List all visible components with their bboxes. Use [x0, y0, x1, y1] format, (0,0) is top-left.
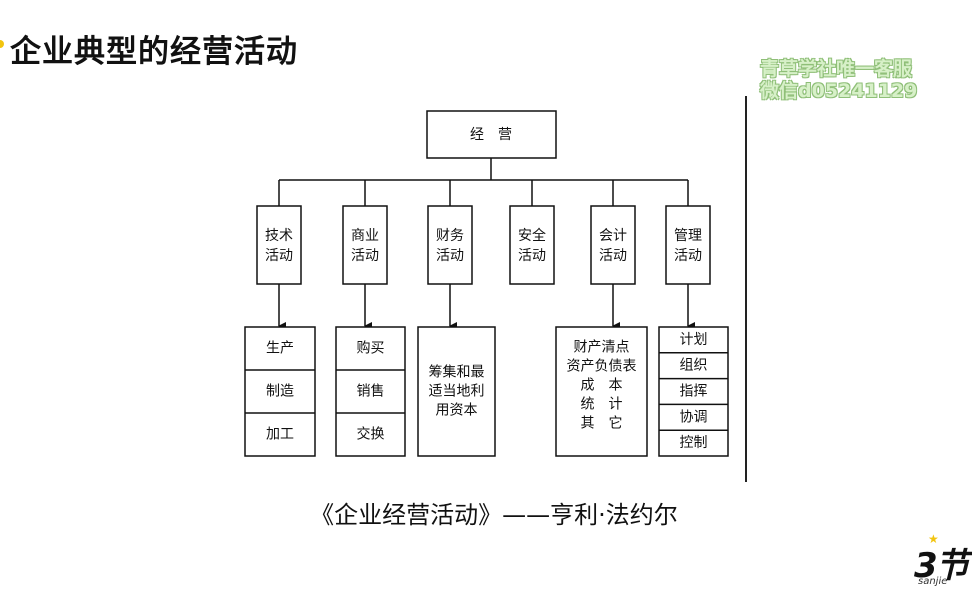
category-label: 活动: [599, 248, 627, 264]
category-label: 活动: [674, 248, 702, 264]
activity-item: 适当地利: [429, 384, 485, 400]
star-icon: ★: [928, 532, 939, 546]
logo-text: sanjie: [918, 576, 948, 587]
watermark-line2: 微信d05241129: [760, 80, 918, 102]
activity-item: 成 本: [581, 378, 623, 394]
activity-item: 购买: [357, 341, 385, 357]
activity-item: 控制: [680, 435, 708, 451]
category-box: [509, 205, 555, 285]
category-box: [665, 205, 711, 285]
activity-item: 资产负债表: [567, 359, 637, 375]
title-bullet: [0, 40, 4, 48]
logo-mark: 3节: [914, 546, 970, 586]
category-label: 技术: [265, 228, 293, 244]
watermark-line1: 青草学社唯一客服: [760, 58, 913, 80]
activity-item: 制造: [266, 384, 294, 400]
activity-item: 指挥: [680, 384, 708, 400]
activity-box: [335, 326, 406, 457]
activity-box: [555, 326, 648, 457]
category-label: 商业: [351, 228, 379, 244]
category-label: 活动: [265, 248, 293, 264]
activity-item: 统 计: [581, 397, 623, 413]
activity-item: 交换: [357, 426, 385, 443]
category-label: 会计: [599, 228, 627, 244]
category-label: 活动: [351, 248, 379, 264]
category-label: 活动: [518, 248, 546, 264]
category-label: 安全: [518, 227, 546, 244]
activity-item: 生产: [266, 341, 294, 357]
category-box: [256, 205, 302, 285]
watermark: 青草学社唯一客服 微信d05241129: [760, 58, 940, 102]
activity-item: 组织: [680, 358, 708, 374]
brand-logo: ★ 3节 sanjie: [914, 532, 972, 588]
activity-item: 加工: [266, 427, 294, 443]
caption: 《企业经营活动》——亨利·法约尔: [310, 501, 678, 529]
activity-item: 其 它: [581, 415, 623, 432]
activity-item: 用资本: [436, 403, 478, 419]
category-box: [427, 205, 473, 285]
category-box: [590, 205, 636, 285]
activity-item: 销售: [357, 384, 385, 400]
activity-item: 筹集和最: [429, 364, 485, 381]
page-title: 企业典型的经营活动: [10, 34, 298, 70]
activity-item: 计划: [680, 332, 708, 348]
divider-line: [745, 96, 747, 482]
activity-box: [658, 326, 729, 457]
root-label: 经 营: [470, 127, 512, 143]
activity-box: [244, 326, 316, 457]
activity-item: 协调: [680, 409, 708, 425]
category-label: 活动: [436, 248, 464, 264]
category-box: [342, 205, 388, 285]
activity-box: [417, 326, 496, 457]
activity-item: 财产清点: [574, 340, 630, 356]
category-label: 管理: [674, 228, 702, 244]
category-label: 财务: [436, 228, 464, 244]
